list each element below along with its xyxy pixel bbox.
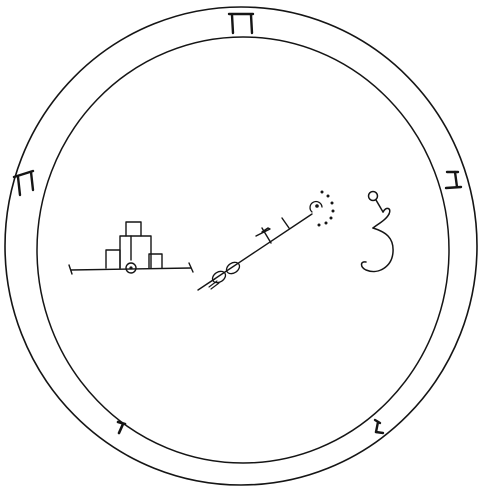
ring-letter-right: [446, 172, 461, 188]
staff-head-rays: [318, 191, 335, 227]
ring-letter-top: [229, 14, 253, 33]
outer-ring: [5, 7, 477, 485]
seal-ring: [5, 7, 477, 485]
staff-sigil: [198, 191, 335, 291]
ring-letter-left: [14, 171, 33, 195]
inner-ring: [37, 37, 449, 463]
ring-letter-lower-right: [375, 420, 383, 433]
temple-sigil: [69, 222, 193, 274]
ring-letter-lower-left: [118, 422, 125, 433]
hook-sigil: [362, 192, 394, 272]
